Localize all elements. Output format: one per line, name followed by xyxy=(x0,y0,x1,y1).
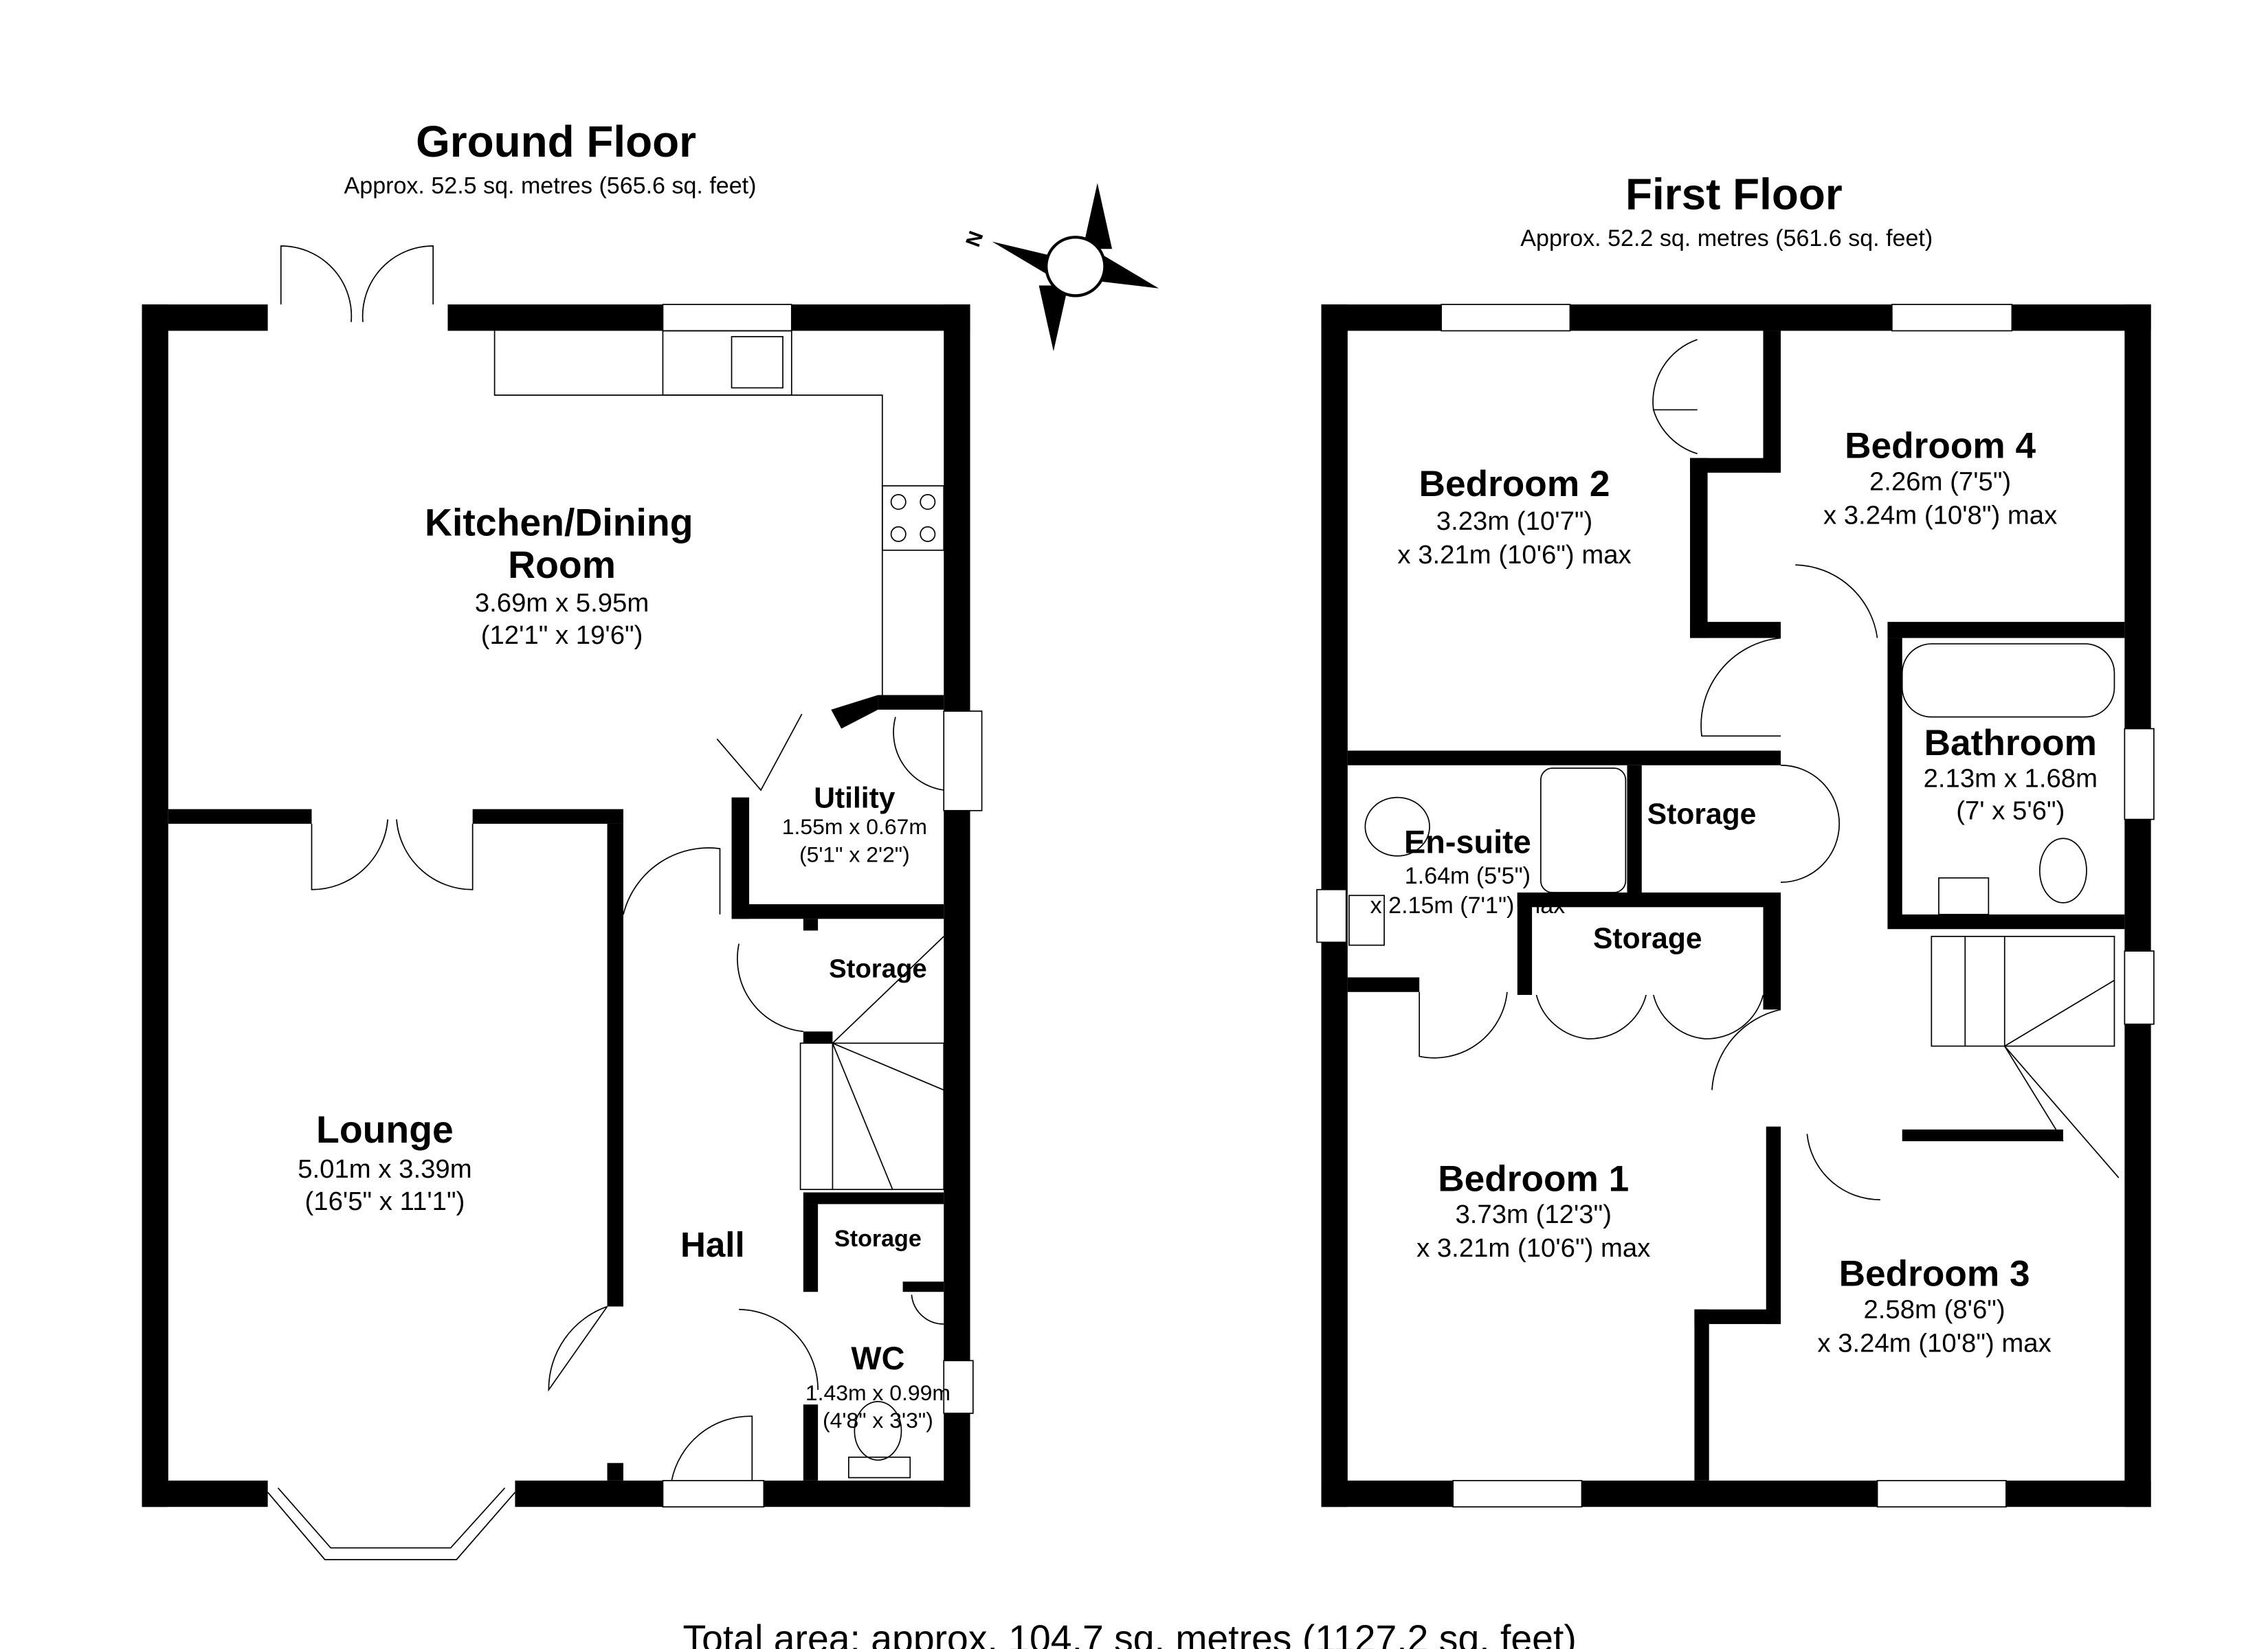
room-dimensions: 2.26m (7'5") xyxy=(1869,467,2011,497)
room-dimensions: (7' x 5'6") xyxy=(1956,796,2065,826)
room-name: Bedroom 1 xyxy=(1438,1158,1629,1199)
room-storage-b: Storage xyxy=(1593,922,1702,955)
room-dimensions: 3.69m x 5.95m xyxy=(475,588,649,618)
room-dimensions: (5'1" x 2'2") xyxy=(799,842,910,866)
room-name: Lounge xyxy=(316,1108,454,1151)
room-bedroom-1: Bedroom 1 3.73m (12'3") x 3.21m (10'6") … xyxy=(1416,1158,1650,1263)
room-storage-a: Storage xyxy=(1647,798,1757,831)
room-en-suite: En-suite 1.64m (5'5") x 2.15m (7'1") max xyxy=(1370,824,1565,919)
room-dimensions: x 3.21m (10'6") max xyxy=(1397,540,1631,570)
room-name: Room xyxy=(508,543,616,586)
room-dimensions: (12'1" x 19'6") xyxy=(481,620,643,650)
first-floor-walls xyxy=(1316,304,2155,1508)
room-dimensions: 1.55m x 0.67m xyxy=(782,814,927,839)
room-dimensions: 3.73m (12'3") xyxy=(1455,1200,1611,1229)
room-name: WC xyxy=(851,1340,904,1376)
room-storage-upper: Storage xyxy=(829,954,927,983)
compass-north-label: N xyxy=(961,228,988,250)
room-dimensions: 1.64m (5'5") xyxy=(1405,863,1531,889)
room-name: Utility xyxy=(814,782,896,815)
room-bedroom-2: Bedroom 2 3.23m (10'7") x 3.21m (10'6") … xyxy=(1397,464,1631,570)
room-hall: Hall xyxy=(680,1225,745,1264)
room-storage-lower: Storage xyxy=(834,1226,922,1252)
room-dimensions: 2.13m x 1.68m xyxy=(1924,764,2098,794)
room-bedroom-3: Bedroom 3 2.58m (8'6") x 3.24m (10'8") m… xyxy=(1817,1254,2051,1358)
room-name: Bathroom xyxy=(1924,723,2097,763)
room-lounge: Lounge 5.01m x 3.39m (16'5" x 11'1") xyxy=(298,1108,471,1216)
compass-icon: N xyxy=(961,183,1159,352)
ground-floor-title: Ground Floor xyxy=(416,117,696,166)
room-name: Bedroom 4 xyxy=(1845,426,2036,467)
room-name: Bedroom 2 xyxy=(1419,464,1610,504)
room-dimensions: (4'8" x 3'3") xyxy=(823,1408,933,1433)
room-dimensions: 1.43m x 0.99m xyxy=(805,1380,950,1405)
ground-floor-walls xyxy=(142,245,983,1560)
room-dimensions: 5.01m x 3.39m xyxy=(298,1154,471,1184)
room-dimensions: x 3.21m (10'6") max xyxy=(1416,1233,1650,1263)
room-dimensions: (16'5" x 11'1") xyxy=(305,1187,465,1216)
room-dimensions: x 3.24m (10'8") max xyxy=(1817,1329,2051,1358)
room-dimensions: x 2.15m (7'1") max xyxy=(1370,893,1565,919)
room-wc: WC 1.43m x 0.99m (4'8" x 3'3") xyxy=(805,1340,950,1433)
room-name: En-suite xyxy=(1404,824,1531,860)
ground-floor-area: Approx. 52.5 sq. metres (565.6 sq. feet) xyxy=(344,172,757,199)
room-kitchen-dining: Kitchen/Dining Room 3.69m x 5.95m (12'1"… xyxy=(425,502,693,651)
room-name: Bedroom 3 xyxy=(1839,1254,2030,1294)
room-utility: Utility 1.55m x 0.67m (5'1" x 2'2") xyxy=(782,782,927,867)
room-name: Kitchen/Dining xyxy=(425,502,693,544)
room-dimensions: 2.58m (8'6") xyxy=(1863,1295,2005,1325)
first-floor-title: First Floor xyxy=(1625,170,1843,219)
total-area: Total area: approx. 104.7 sq. metres (11… xyxy=(682,1617,1576,1649)
room-bathroom: Bathroom 2.13m x 1.68m (7' x 5'6") xyxy=(1924,723,2098,826)
room-dimensions: 3.23m (10'7") xyxy=(1436,506,1592,536)
room-bedroom-4: Bedroom 4 2.26m (7'5") x 3.24m (10'8") m… xyxy=(1823,426,2057,530)
first-floor-area: Approx. 52.2 sq. metres (561.6 sq. feet) xyxy=(1520,225,1933,251)
room-dimensions: x 3.24m (10'8") max xyxy=(1823,500,2057,530)
